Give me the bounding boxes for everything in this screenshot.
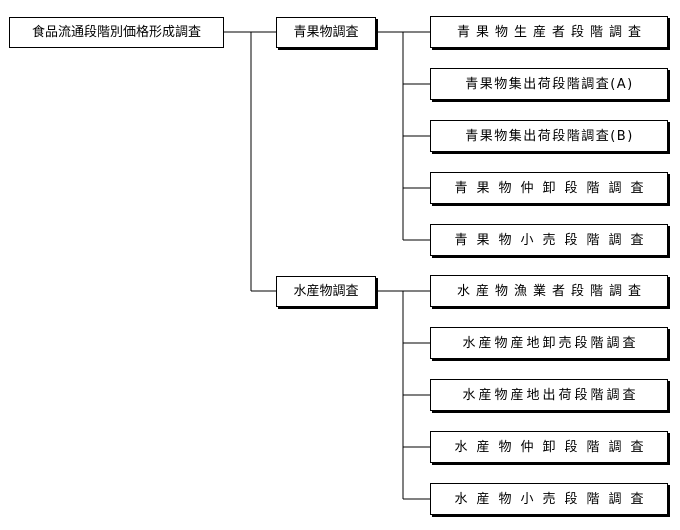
branch-node-produce: 青果物調査 <box>276 17 376 48</box>
leaf-node-produce-grower: 青果物生産者段階調査 <box>430 16 668 48</box>
leaf-node-fishery-origin-wholesale: 水産物産地卸売段階調査 <box>430 327 668 359</box>
leaf-node-fishery-retail: 水産物小売段階調査 <box>430 483 668 515</box>
leaf-node-produce-retail: 青果物小売段階調査 <box>430 224 668 256</box>
branch-node-fishery: 水産物調査 <box>276 276 376 307</box>
leaf-node-produce-wholesale: 青果物仲卸段階調査 <box>430 172 668 204</box>
root-node: 食品流通段階別価格形成調査 <box>9 17 224 48</box>
leaf-node-produce-shipping-a: 青果物集出荷段階調査(A) <box>430 68 668 100</box>
leaf-node-fishery-fisher: 水産物漁業者段階調査 <box>430 275 668 307</box>
leaf-node-produce-shipping-b: 青果物集出荷段階調査(B) <box>430 120 668 152</box>
leaf-node-fishery-origin-shipping: 水産物産地出荷段階調査 <box>430 379 668 411</box>
leaf-node-fishery-wholesale: 水産物仲卸段階調査 <box>430 431 668 463</box>
